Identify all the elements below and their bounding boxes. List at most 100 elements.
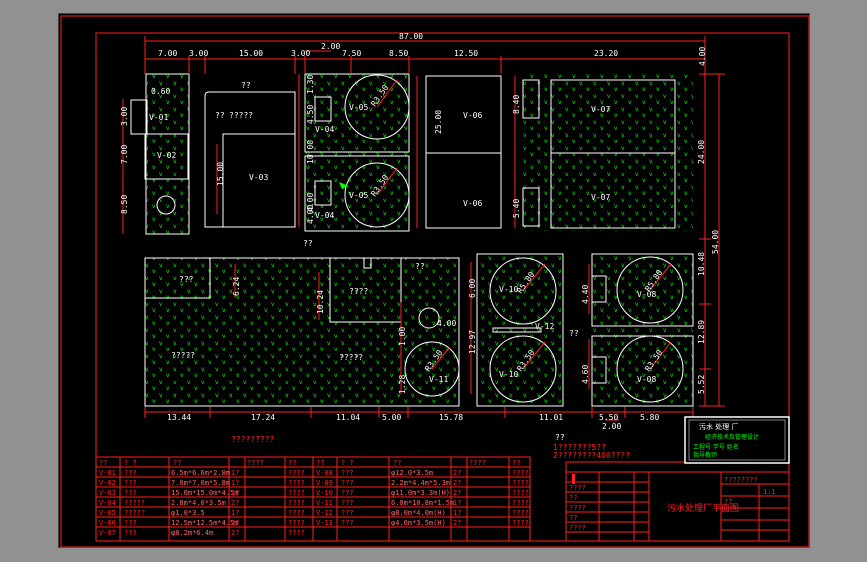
dim-450: 4.50 [306, 105, 315, 124]
table-left-row-1-col-2: 7.0m*7.0m*5.8m [171, 479, 230, 487]
dim-128: 1.28 [398, 375, 407, 394]
dim-top-3: 15.00 [239, 49, 263, 58]
dim-400b: 4.00 [306, 205, 315, 224]
table-left-row-0-col-4: ???? [288, 469, 305, 477]
dim-bottom-7: 5.50 [599, 413, 618, 422]
table-right-row-0-col-3: 2? [453, 469, 461, 477]
table-left-row-3-col-1: ????? [124, 499, 145, 507]
table-left-row-1-col-0: V-02 [99, 479, 116, 487]
th-right-4: ?? [512, 459, 520, 467]
dim-left-1: 3.00 [120, 107, 129, 126]
label-v01: V-01 [149, 113, 168, 122]
table-right-row-0-col-1: ??? [341, 469, 354, 477]
table-right-row-3-col-2: 6.0m*10.8m*1.5m [391, 499, 454, 507]
radius-leaders [376, 79, 672, 370]
dim-400a: 4.00 [306, 193, 315, 212]
table-right-row-1-col-4: ???? [512, 479, 529, 487]
dim-400c: 4.00 [437, 319, 456, 328]
dim-bottom-3: 11.04 [336, 413, 360, 422]
label-v08a: V-08 [637, 290, 656, 299]
th-left-3: ???? [247, 459, 264, 467]
th-left-0: ?? [99, 459, 107, 467]
stamp-box: 污水 处理 厂 经济技术及管理设计 工程号 学号 姓名 指导教师 [684, 416, 790, 464]
drawing-title: 污水处理厂平面图 [667, 502, 739, 514]
table-left-row-2-col-2: 15.0m*15.0m*4.5m [171, 489, 238, 497]
table-right-row-5-col-1: ??? [341, 519, 354, 527]
room-a: ?? [241, 81, 251, 90]
notes-title: ????????? [231, 435, 275, 444]
label-v03: V-03 [249, 173, 268, 182]
label-v07a: V-07 [591, 105, 610, 114]
table-right-row-2-col-0: V-10 [316, 489, 333, 497]
dim-top-8: 23.20 [594, 49, 618, 58]
th-right-1: ? ? [341, 459, 354, 467]
dim-100: 1.00 [398, 327, 407, 346]
dim-corner: 4.00 [698, 47, 707, 66]
table-left-row-0-col-1: ??? [124, 469, 137, 477]
dim-bottom-1: 13.44 [167, 413, 191, 422]
th-left-1: ? ? [124, 459, 137, 467]
table-left-row-6-col-0: V-07 [99, 529, 116, 537]
table-right-row-5-col-3: 2? [453, 519, 461, 527]
vessel-labels: V-01 V-02 V-03 V-04 V-04 V-05 V-05 V-06 … [149, 103, 656, 384]
table-left-row-4-col-4: ???? [288, 509, 305, 517]
table-right-row-4-col-3: 1? [453, 509, 461, 517]
stamp-line-2: 工程号 学号 姓名 [693, 443, 739, 451]
equipment-table-text: ?? ? ? ?? ???? ?? ?? ? ? ?? ???? ?? [99, 459, 520, 467]
dim-2500: 25.00 [434, 110, 443, 134]
table-right-row-0-col-4: ???? [512, 469, 529, 477]
table-left-row-0-col-0: V-01 [99, 469, 116, 477]
dim-bottom-2: 17.24 [251, 413, 275, 422]
room-labels: ?? ????? ?? ??? ???? ????? ?? ????? ?? ?… [171, 81, 579, 442]
dim-bottom-4: 5.00 [382, 413, 401, 422]
table-left-row-3-col-3: 2? [231, 499, 239, 507]
plan-drawing: v v [60, 15, 810, 548]
drawing-canvas[interactable]: v v [58, 13, 810, 548]
table-left-row-3-col-0: V-04 [99, 499, 116, 507]
table-left-row-3-col-4: ???? [288, 499, 305, 507]
table-right-row-2-col-3: 2? [453, 489, 461, 497]
dim-right-3: 54.00 [711, 230, 720, 254]
table-right-row-4-col-1: ??? [341, 509, 354, 517]
hatch-areas [145, 74, 693, 406]
tb-row-1: ?? [569, 494, 577, 502]
dim-overall: 87.00 [399, 32, 423, 41]
green-marker [339, 182, 349, 189]
dim-top-7: 12.50 [454, 49, 478, 58]
table-left-row-5-col-4: ???? [288, 519, 305, 527]
dim-1297: 12.97 [468, 330, 477, 354]
notes: ????????? 1???????5?? 2????????400???? [231, 435, 630, 460]
room-i: ?? [569, 329, 579, 338]
label-v02: V-02 [157, 151, 176, 160]
dim-600: 6.00 [468, 279, 477, 298]
dim-1024: 10.24 [316, 290, 325, 314]
dimension-lines [122, 36, 725, 421]
dim-right-5: 5.52 [697, 375, 706, 394]
label-v10b: V-10 [499, 370, 518, 379]
table-right-row-0-col-2: φ12.0*3.5m [391, 469, 433, 477]
dim-540: 5.40 [512, 199, 521, 218]
tb-row-3: ?? [569, 514, 577, 522]
scale: 1:1 [763, 488, 776, 496]
table-right-row-1-col-0: V-09 [316, 479, 333, 487]
room-d: ??? [179, 275, 194, 284]
table-left-row-3-col-2: 2.8m*4.0*3.5m [171, 499, 226, 507]
table-left-row-5-col-0: V-06 [99, 519, 116, 527]
dim-top-2: 3.00 [189, 49, 208, 58]
dim-624: 6.24 [232, 277, 241, 296]
dim-bottom-8: 5.80 [640, 413, 659, 422]
dim-1500: 15.00 [216, 162, 225, 186]
title-block-text: 污水处理厂平面图 ???????? 1:1 ?? ???? ?? ???? ??… [569, 476, 776, 532]
table-right-row-4-col-0: V-12 [316, 509, 333, 517]
dim-bottom-5: 15.78 [439, 413, 463, 422]
title-mark [572, 474, 575, 484]
room-g: ?? [215, 111, 225, 120]
label-v10a: V-10 [499, 285, 518, 294]
outer-frame [60, 15, 810, 548]
dim-right-2: 10.48 [697, 252, 706, 276]
stamp-line-3: 指导教师 [693, 451, 717, 459]
table-right-row-2-col-4: ???? [512, 489, 529, 497]
dim-top-1: 7.00 [158, 49, 177, 58]
